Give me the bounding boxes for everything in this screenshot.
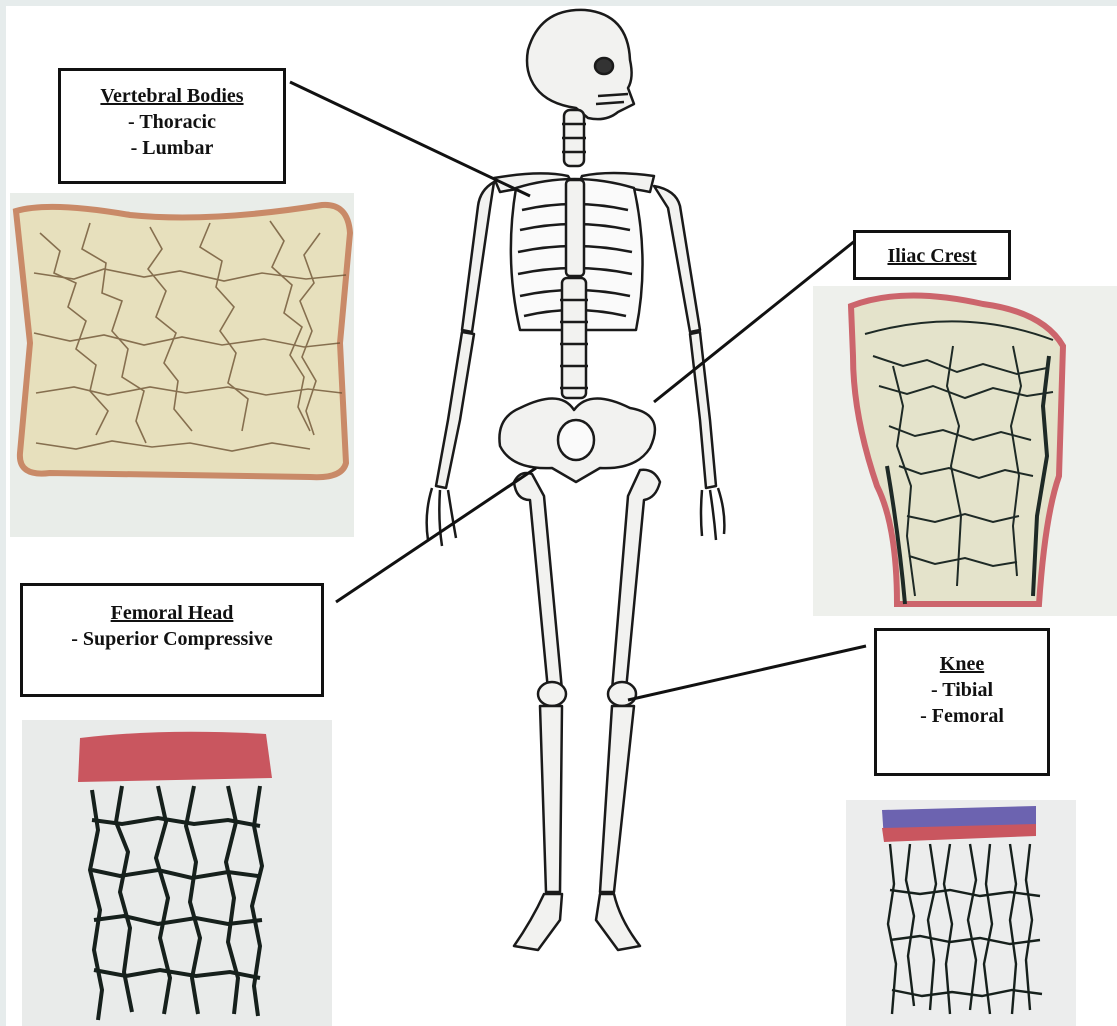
iliac-sample-photo bbox=[813, 286, 1117, 616]
iliac-crest-trabecular-section bbox=[813, 286, 1117, 616]
vertebral-bodies-item: - Thoracic bbox=[61, 109, 283, 135]
iliac-crest-label: Iliac Crest bbox=[853, 230, 1011, 280]
vertebral-bodies-title: Vertebral Bodies bbox=[61, 83, 283, 109]
iliac-crest-title: Iliac Crest bbox=[856, 243, 1008, 269]
knee-sample-photo bbox=[846, 800, 1076, 1026]
vertebral-bodies-label: Vertebral Bodies - Thoracic - Lumbar bbox=[58, 68, 286, 184]
knee-title: Knee bbox=[877, 651, 1047, 677]
vertebral-bodies-item: - Lumbar bbox=[61, 135, 283, 161]
vertebral-sample-photo bbox=[10, 193, 354, 537]
femoral-sample-photo bbox=[22, 720, 332, 1026]
vertebral-body-trabecular-section bbox=[10, 193, 354, 537]
femoral-head-item: - Superior Compressive bbox=[23, 626, 321, 652]
femoral-head-title: Femoral Head bbox=[23, 600, 321, 626]
knee-item: - Tibial bbox=[877, 677, 1047, 703]
knee-label: Knee - Tibial - Femoral bbox=[874, 628, 1050, 776]
femoral-head-label: Femoral Head - Superior Compressive bbox=[20, 583, 324, 697]
knee-trabecular-section bbox=[846, 800, 1076, 1026]
knee-item: - Femoral bbox=[877, 703, 1047, 729]
femoral-head-trabecular-section bbox=[22, 720, 332, 1026]
